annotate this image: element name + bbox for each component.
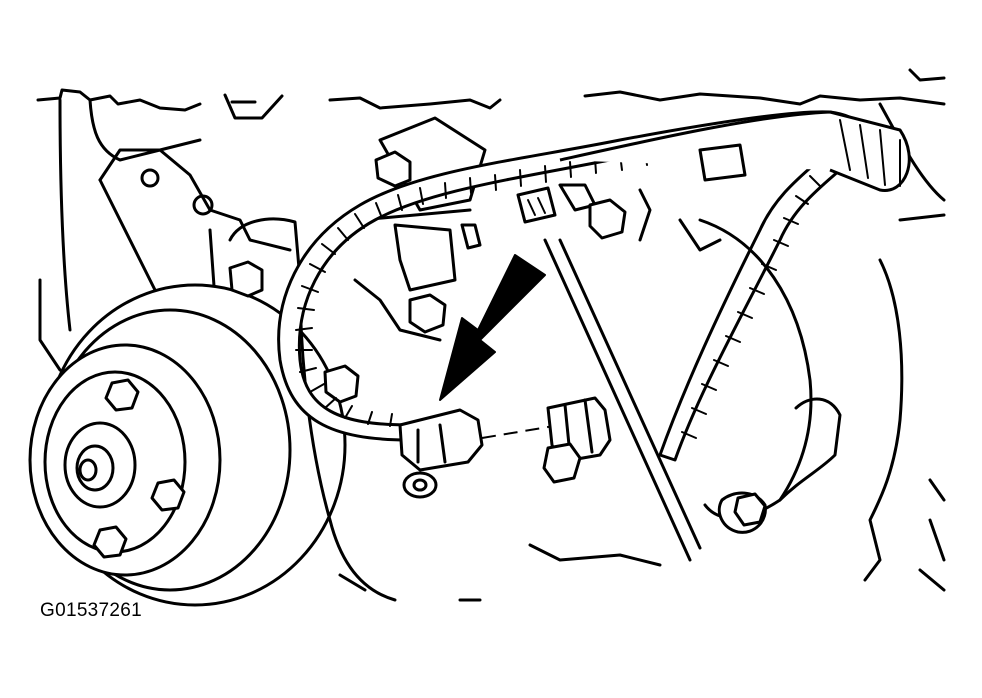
upper-harness <box>558 110 911 252</box>
sensor <box>542 396 612 484</box>
wiring-harness <box>277 110 866 462</box>
pulley-bolt-right <box>150 478 186 512</box>
right-structure <box>458 188 946 602</box>
connection-dashed-line <box>481 424 561 439</box>
harness-clip <box>516 186 557 224</box>
pulley-bolt-bottom <box>92 525 128 559</box>
crankshaft-pulley <box>28 283 347 607</box>
direction-arrow <box>439 254 546 401</box>
sensor-bracket <box>323 116 487 404</box>
figure-code: G01537261 <box>40 600 143 621</box>
pulley-bolt-top <box>104 378 140 412</box>
timing-cover-bracket <box>38 148 292 372</box>
dipstick-tube <box>543 238 702 562</box>
sensor-connector <box>398 408 484 499</box>
engine-block-lines <box>228 208 472 602</box>
engine-top-outline <box>36 68 946 332</box>
